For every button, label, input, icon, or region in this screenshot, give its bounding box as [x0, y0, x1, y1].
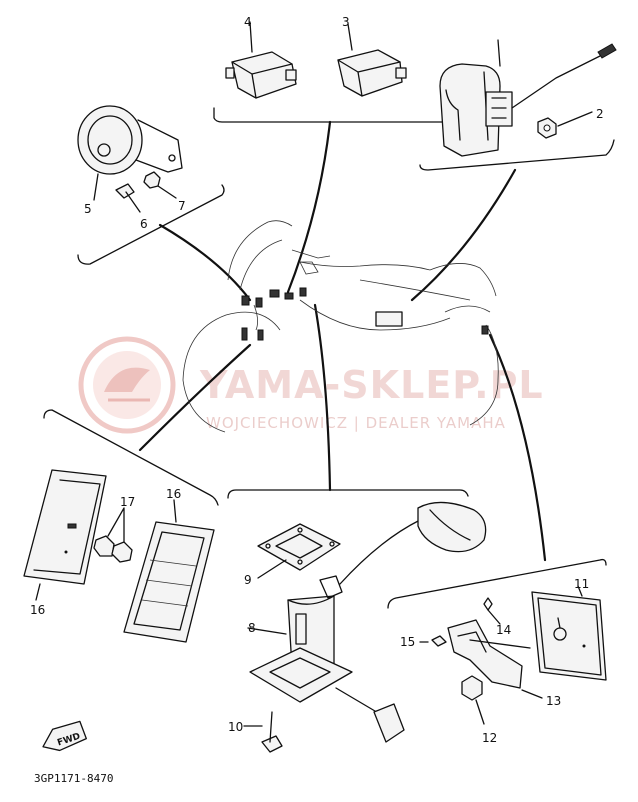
- callout-9: 9: [244, 573, 252, 587]
- callout-10: 10: [228, 720, 243, 734]
- callout-17: 17: [120, 495, 135, 509]
- callout-16-right: 16: [166, 487, 181, 501]
- nut-part-2: [537, 111, 593, 139]
- reflector-part-16-left: [23, 469, 107, 601]
- callout-13: 13: [546, 694, 561, 708]
- callout-2: 2: [596, 107, 604, 121]
- horn-part-5: [77, 105, 183, 201]
- callout-6: 6: [140, 217, 148, 231]
- callout-3: 3: [342, 15, 350, 29]
- nut-part-7: [143, 171, 177, 199]
- gasket-part-9: [257, 523, 341, 579]
- plate-light-part-11: [531, 585, 607, 681]
- bracket-part-13: [447, 619, 543, 699]
- callout-12: 12: [482, 731, 497, 745]
- watermark-brand: YAMA-SKLEP.PL: [199, 363, 544, 407]
- bolt-part-10: [243, 711, 283, 753]
- callout-4: 4: [244, 15, 252, 29]
- callout-8: 8: [248, 621, 256, 635]
- callout-numbers: 4 3 2 5 6 7 17 16 16 9 8 10 11 14 15 13 …: [30, 15, 604, 745]
- flasher-relay-part-1: [439, 39, 617, 157]
- screw-part-15: [419, 635, 447, 647]
- drawing-code: 3GP1171-8470: [34, 772, 113, 785]
- callout-14: 14: [496, 623, 511, 637]
- leader-lines: [138, 120, 547, 562]
- fwd-arrow-icon: FWD: [42, 720, 87, 752]
- bolt-part-6: [115, 183, 141, 213]
- watermark-dealer: WOJCIECHOWICZ | DEALER YAMAHA: [206, 414, 506, 432]
- watermark-logo-icon: [78, 336, 176, 434]
- reflector-part-16-right: [123, 499, 215, 643]
- callout-7: 7: [178, 199, 186, 213]
- watermark: YAMA-SKLEP.PL WOJCIECHOWICZ | DEALER YAM…: [78, 336, 544, 434]
- callout-11: 11: [574, 577, 589, 591]
- callout-16-left: 16: [30, 603, 45, 617]
- relay-part-3: [337, 23, 407, 97]
- nut-part-17: [93, 507, 133, 563]
- group-brackets: [43, 107, 615, 609]
- fuel-sender-part-8: [247, 501, 487, 743]
- motorcycle-outline: [182, 220, 499, 433]
- nut-part-12: [461, 675, 485, 725]
- callout-15: 15: [400, 635, 415, 649]
- screw-part-14: [483, 597, 501, 625]
- callout-5: 5: [84, 202, 92, 216]
- relay-part-4: [225, 21, 297, 99]
